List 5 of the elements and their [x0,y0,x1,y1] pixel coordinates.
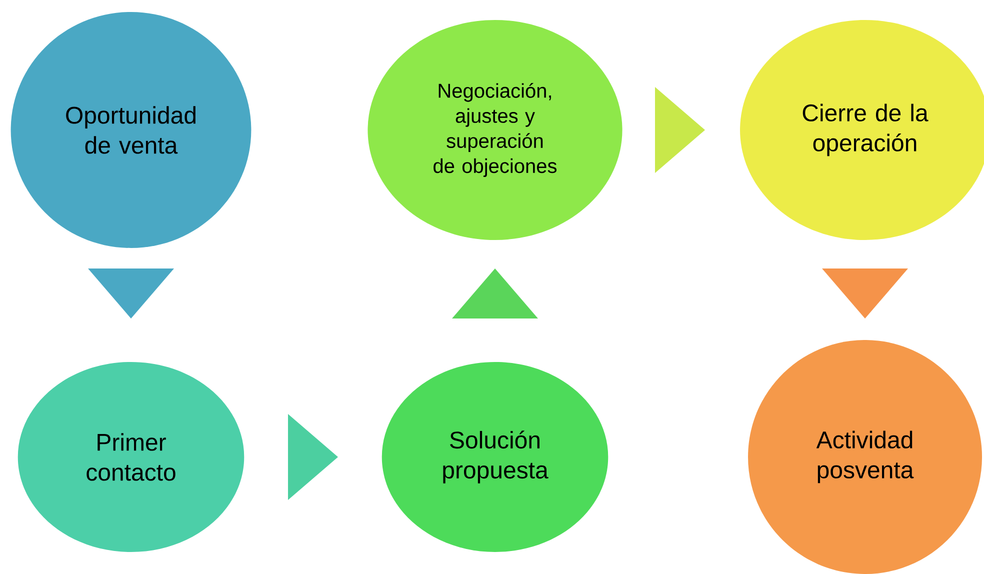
arrow [288,414,338,500]
arrow [452,268,538,318]
arrow [655,87,705,173]
arrow [88,268,174,318]
arrow [822,268,908,318]
